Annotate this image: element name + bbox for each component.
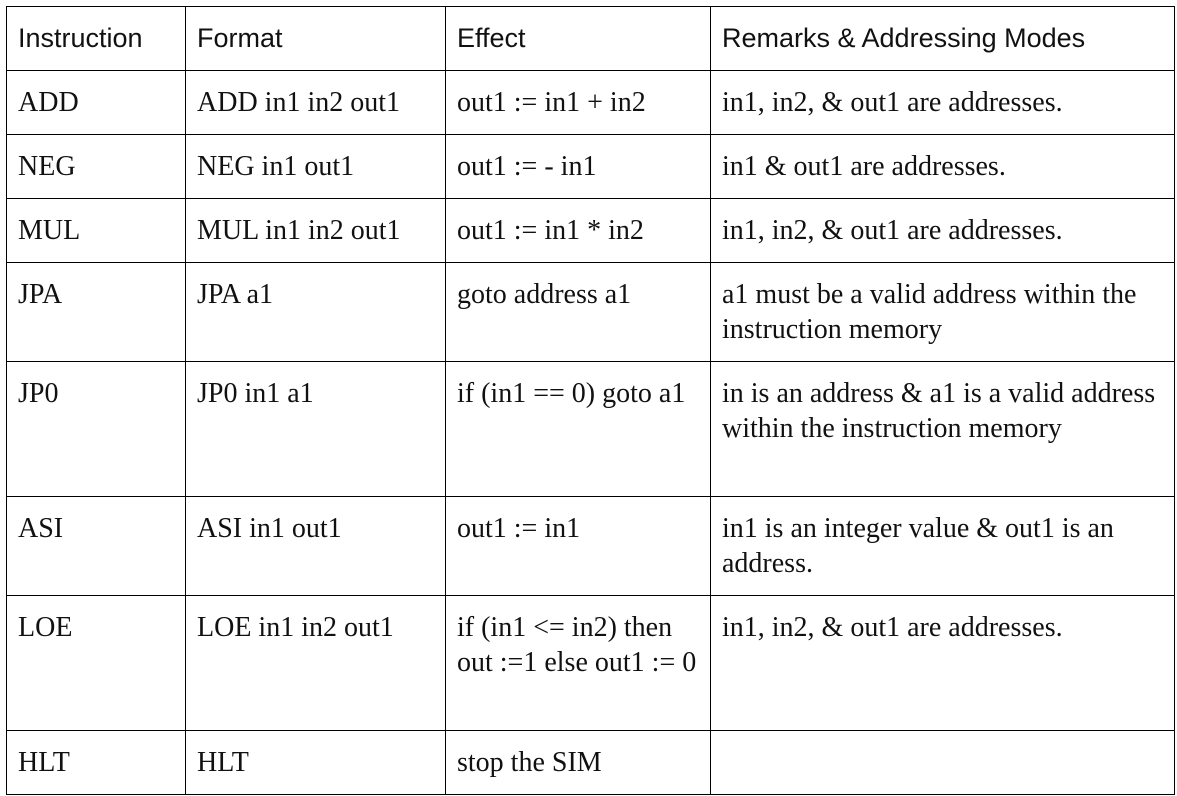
cell-effect: goto address a1 — [445, 262, 711, 362]
cell-format: NEG in1 out1 — [185, 134, 446, 199]
cell-instruction: HLT — [6, 730, 186, 795]
cell-effect: if (in1 == 0) goto a1 — [445, 361, 711, 497]
table-row: MUL MUL in1 in2 out1 out1 := in1 * in2 i… — [6, 198, 1175, 263]
cell-instruction: ASI — [6, 496, 186, 596]
header-instruction: Instruction — [6, 6, 186, 71]
cell-effect: out1 := - in1 — [445, 134, 711, 199]
cell-instruction: NEG — [6, 134, 186, 199]
cell-remarks: in1, in2, & out1 are addresses. — [710, 595, 1175, 731]
cell-format: JP0 in1 a1 — [185, 361, 446, 497]
cell-instruction: LOE — [6, 595, 186, 731]
cell-remarks: in1 is an integer value & out1 is an add… — [710, 496, 1175, 596]
table-row: JP0 JP0 in1 a1 if (in1 == 0) goto a1 in … — [6, 361, 1175, 497]
header-format: Format — [185, 6, 446, 71]
cell-instruction: JPA — [6, 262, 186, 362]
table-row: NEG NEG in1 out1 out1 := - in1 in1 & out… — [6, 134, 1175, 199]
table-row: ADD ADD in1 in2 out1 out1 := in1 + in2 i… — [6, 70, 1175, 135]
cell-remarks: in1, in2, & out1 are addresses. — [710, 70, 1175, 135]
table-row: HLT HLT stop the SIM — [6, 730, 1175, 795]
cell-instruction: JP0 — [6, 361, 186, 497]
cell-format: ADD in1 in2 out1 — [185, 70, 446, 135]
cell-remarks: in1 & out1 are addresses. — [710, 134, 1175, 199]
cell-remarks — [710, 730, 1175, 795]
cell-effect: out1 := in1 * in2 — [445, 198, 711, 263]
header-effect: Effect — [445, 6, 711, 71]
cell-effect: out1 := in1 + in2 — [445, 70, 711, 135]
cell-effect: if (in1 <= in2) then out :=1 else out1 :… — [445, 595, 711, 731]
instruction-table: Instruction Format Effect Remarks & Addr… — [6, 6, 1175, 795]
header-remarks: Remarks & Addressing Modes — [710, 6, 1175, 71]
cell-instruction: ADD — [6, 70, 186, 135]
table-row: JPA JPA a1 goto address a1 a1 must be a … — [6, 262, 1175, 362]
cell-effect: out1 := in1 — [445, 496, 711, 596]
cell-format: JPA a1 — [185, 262, 446, 362]
cell-format: LOE in1 in2 out1 — [185, 595, 446, 731]
cell-format: HLT — [185, 730, 446, 795]
cell-effect: stop the SIM — [445, 730, 711, 795]
table-header-row: Instruction Format Effect Remarks & Addr… — [6, 6, 1175, 71]
cell-instruction: MUL — [6, 198, 186, 263]
cell-remarks: in1, in2, & out1 are addresses. — [710, 198, 1175, 263]
table-row: LOE LOE in1 in2 out1 if (in1 <= in2) the… — [6, 595, 1175, 731]
cell-remarks: in is an address & a1 is a valid address… — [710, 361, 1175, 497]
cell-format: ASI in1 out1 — [185, 496, 446, 596]
table-row: ASI ASI in1 out1 out1 := in1 in1 is an i… — [6, 496, 1175, 596]
cell-format: MUL in1 in2 out1 — [185, 198, 446, 263]
cell-remarks: a1 must be a valid address within the in… — [710, 262, 1175, 362]
